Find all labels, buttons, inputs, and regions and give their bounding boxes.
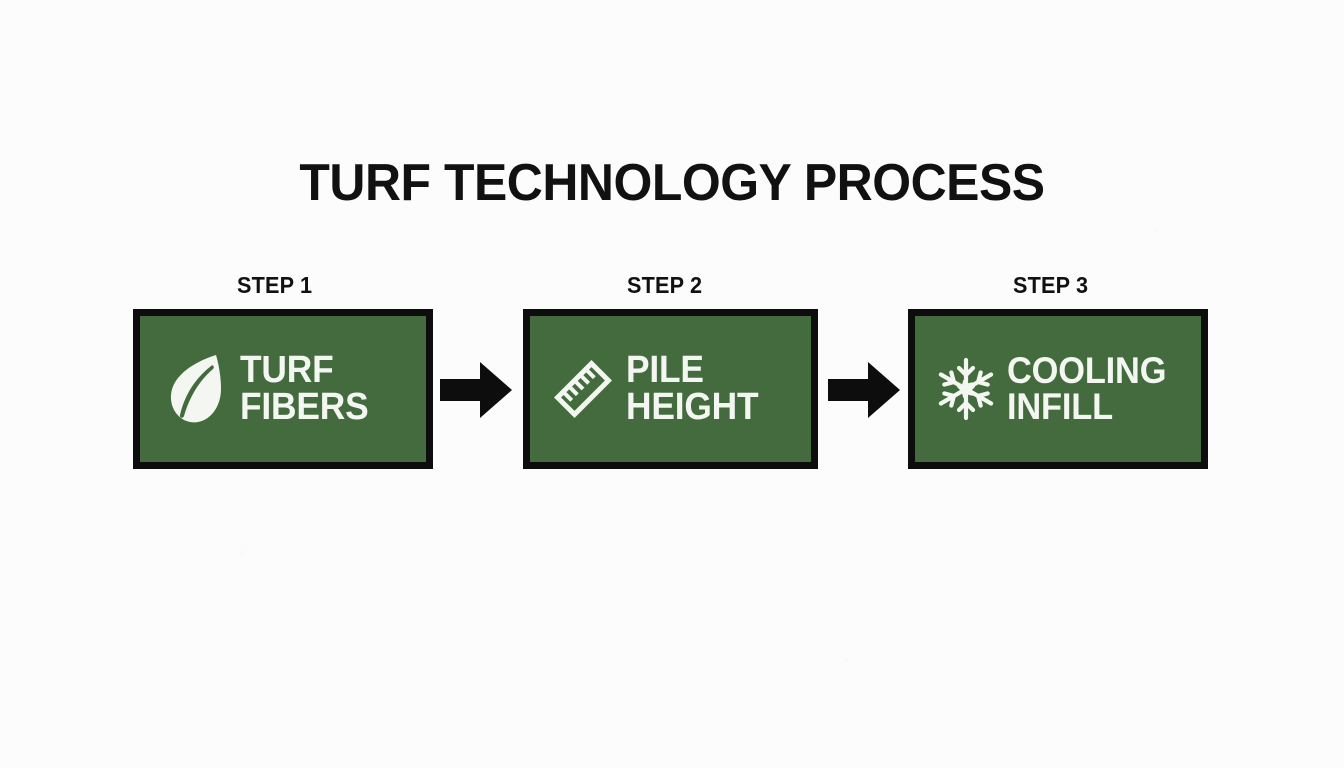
card-line-2: INFILL [1007, 386, 1113, 427]
step-label-2: STEP 2 [627, 272, 703, 298]
arrow-right-icon [440, 360, 512, 420]
step-card-title: COOLING INFILL [1007, 349, 1187, 427]
card-line-2: FIBERS [240, 386, 369, 428]
step-card-title: PILE HEIGHT [626, 348, 798, 428]
card-line-1: PILE [626, 348, 704, 391]
step-card-turf-fibers[interactable]: TURF FIBERS [133, 309, 433, 469]
page-title: TURF TECHNOLOGY PROCESS [299, 154, 1045, 212]
snowflake-icon [933, 349, 999, 429]
step-label-1: STEP 1 [237, 272, 313, 298]
ruler-icon [550, 349, 616, 429]
step-card-title: TURF FIBERS [240, 348, 413, 428]
leaf-icon [162, 349, 228, 429]
step-card-pile-height[interactable]: PILE HEIGHT [523, 309, 818, 469]
step-card-cooling-infill[interactable]: COOLING INFILL [908, 309, 1208, 469]
arrow-right-icon [828, 360, 900, 420]
card-line-1: COOLING [1007, 349, 1167, 391]
card-line-2: HEIGHT [626, 386, 759, 428]
card-line-1: TURF [240, 348, 334, 391]
step-label-3: STEP 3 [1013, 272, 1089, 298]
